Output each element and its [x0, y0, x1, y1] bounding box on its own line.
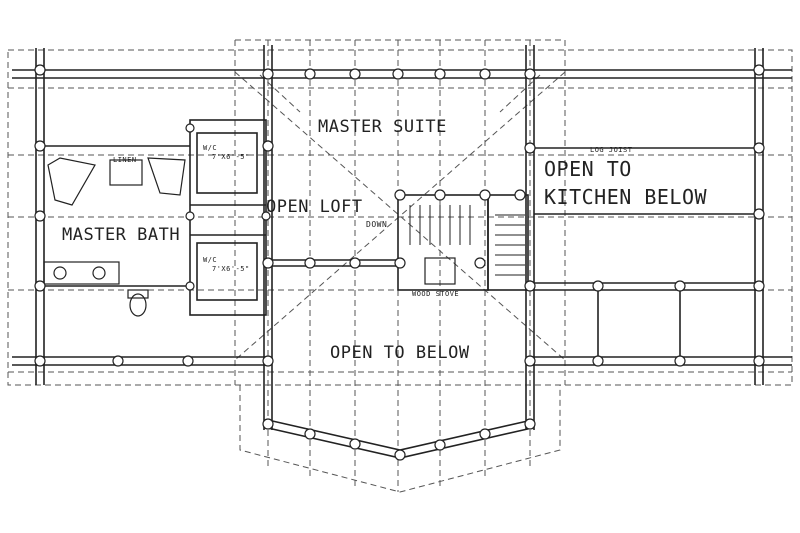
- wic-lower-label: W/C: [203, 256, 217, 264]
- log-posts: [34, 64, 765, 461]
- wic-upper-size: 7'X6'-5": [212, 153, 250, 161]
- wic-lower-size: 7'X6'-5": [212, 265, 250, 273]
- wood-stove-label: WOOD STOVE: [412, 290, 459, 298]
- tub-icon: [47, 157, 96, 206]
- stair-down-label: DOWN: [366, 220, 387, 229]
- open-to-kitchen-label-line1: OPEN TO: [544, 157, 632, 181]
- linen-closet-icon: [109, 159, 143, 186]
- tub-icon: [147, 157, 186, 196]
- sink-icon: [92, 266, 106, 280]
- open-loft-label: OPEN LOFT: [266, 197, 363, 217]
- master-bath-label: MASTER BATH: [62, 225, 180, 245]
- master-suite-label: MASTER SUITE: [318, 117, 447, 137]
- log-joist-label: LOG JOIST: [590, 146, 633, 154]
- toilet-icon: [129, 293, 147, 317]
- sink-icon: [53, 266, 67, 280]
- vanity-icon: [43, 261, 120, 285]
- linen-label: LINEN: [113, 156, 137, 164]
- toilet-tank-icon: [127, 289, 149, 299]
- open-to-below-label: OPEN TO BELOW: [330, 343, 470, 363]
- wic-upper-label: W/C: [203, 144, 217, 152]
- bath-fixtures: [43, 157, 456, 317]
- walls: [12, 45, 792, 459]
- stair-treads: [409, 205, 525, 276]
- wood-stove-icon: [424, 257, 456, 285]
- open-to-kitchen-label-line2: KITCHEN BELOW: [544, 185, 707, 209]
